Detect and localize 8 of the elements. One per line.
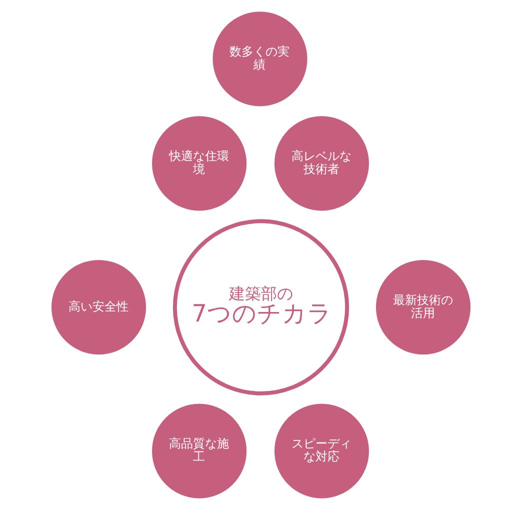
node-circle: 高品質な施工 (152, 404, 246, 498)
node-circle: スピーディな対応 (274, 404, 368, 498)
node-circle: 建築部の 7つのチカラ (172, 219, 349, 396)
node-circle: 高レベルな技術者 (274, 116, 368, 211)
node-circle: 数多くの実績 (212, 12, 307, 106)
node-circle: 最新技術の活用 (375, 260, 470, 355)
node-circle: 高い安全性 (50, 260, 146, 355)
node-circle: 快適な住環境 (152, 116, 246, 211)
